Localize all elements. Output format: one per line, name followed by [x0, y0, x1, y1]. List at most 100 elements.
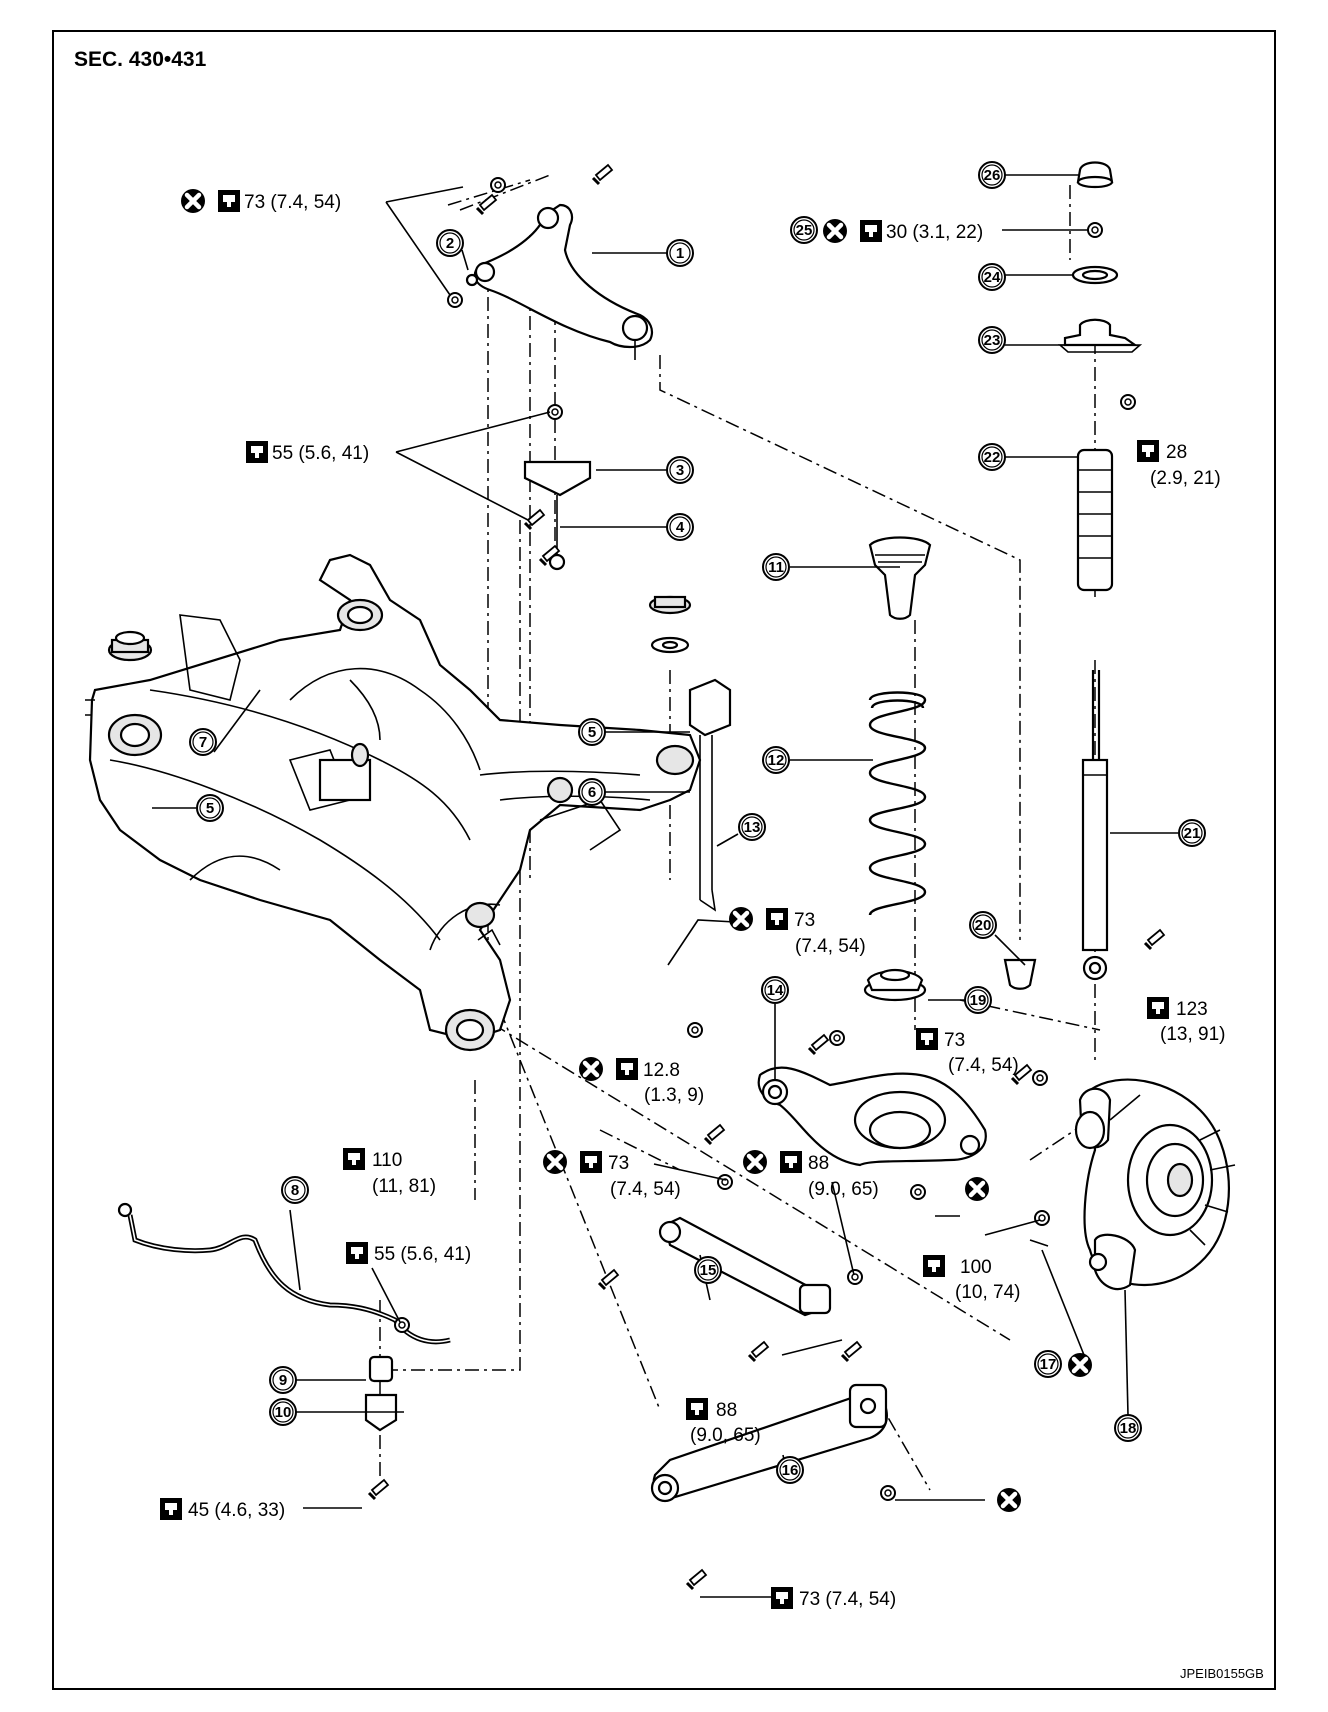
torque-radius-value: 88: [716, 1400, 737, 1421]
torque-lower-arm-units: (7.4, 54): [948, 1055, 1019, 1076]
do-not-reuse-icon: [543, 1150, 567, 1174]
torque-specs: 73 (7.4, 54) 30 (3.1, 22) 55 (5.6, 41) 2…: [160, 189, 1225, 1610]
torque-wrench-icon: [860, 220, 882, 242]
nut-icon: [687, 1022, 703, 1038]
torque-knuckle-value: 100: [960, 1257, 992, 1278]
torque-wrench-icon: [246, 441, 268, 463]
do-not-reuse-icon: [579, 1057, 603, 1081]
bolt-icon: [597, 1268, 620, 1291]
torque-strut-top-units: (2.9, 21): [1150, 468, 1221, 489]
nut-icon: [547, 404, 563, 420]
nut-icon: [1032, 1070, 1048, 1086]
torque-wrench-icon: [160, 1498, 182, 1520]
nut-icon: [490, 177, 506, 193]
callout-17: 17: [1040, 1356, 1057, 1373]
torque-shock-lower-value: 123: [1176, 999, 1208, 1020]
bolt-icon: [475, 193, 498, 216]
torque-shock-lower-units: (13, 91): [1160, 1024, 1225, 1045]
nut-icon: [717, 1174, 733, 1190]
callout-25: 25: [796, 222, 813, 239]
bolt-icon: [367, 1478, 390, 1501]
callout-11: 11: [768, 559, 784, 576]
upper-link: [473, 203, 654, 360]
torque-sensor-nut-units: (1.3, 9): [644, 1085, 704, 1106]
spring-bound-bumper: [868, 536, 932, 620]
callout-16: 16: [782, 1462, 799, 1479]
callout-14: 14: [767, 982, 784, 999]
do-not-reuse-icon: [729, 907, 753, 931]
washer: [465, 273, 479, 287]
coil-spring: [868, 691, 927, 916]
bolt-icon: [685, 1568, 708, 1591]
callout-6: 6: [588, 784, 596, 801]
nut-icon: [910, 1184, 926, 1200]
callouts: 1 2 3 4 5 5 6 7 8 9 10 11 12 13 14 15 16…: [189, 161, 1206, 1484]
callout-1: 1: [676, 245, 684, 262]
nut-icon: [1120, 394, 1136, 410]
nut-icon: [1034, 1210, 1050, 1226]
torque-wrench-icon: [218, 190, 240, 212]
bracket-and-link: [523, 460, 592, 571]
nut-icon: [847, 1269, 863, 1285]
do-not-reuse-icon: [997, 1488, 1021, 1512]
bolt-icon: [703, 1123, 726, 1146]
callout-3: 3: [676, 462, 684, 479]
torque-front-link-rear-value: 88: [808, 1153, 829, 1174]
do-not-reuse-icon: [1068, 1353, 1092, 1377]
mount-nut: [1087, 222, 1103, 238]
torque-wrench-icon: [923, 1255, 945, 1277]
member-bushing-upper: [648, 595, 692, 654]
nut-icon: [880, 1485, 896, 1501]
cotter-pin: [1029, 1239, 1049, 1247]
callout-5b: 5: [206, 800, 214, 817]
torque-mount-nut: 30 (3.1, 22): [886, 222, 983, 243]
torque-wrench-icon: [616, 1058, 638, 1080]
torque-bracket: 55 (5.6, 41): [272, 443, 369, 464]
torque-stab-link: 55 (5.6, 41): [374, 1244, 471, 1265]
callout-8: 8: [291, 1182, 299, 1199]
torque-member-units: (11, 81): [372, 1176, 436, 1197]
torque-rear-link: 73 (7.4, 54): [799, 1589, 896, 1610]
axle-knuckle: [1074, 1078, 1236, 1291]
torque-wrench-icon: [916, 1028, 938, 1050]
callout-18: 18: [1120, 1420, 1137, 1437]
torque-clamp: 45 (4.6, 33): [188, 1500, 285, 1521]
member-bushing-left: [107, 630, 153, 662]
lower-arm: [757, 1066, 987, 1167]
bolt-icon: [1143, 928, 1166, 951]
torque-upper-link: 73 (7.4, 54): [244, 192, 341, 213]
callout-2: 2: [446, 235, 454, 252]
torque-sensor-nut-value: 12.8: [643, 1060, 680, 1081]
nut-icon: [447, 292, 463, 308]
torque-strut-top-value: 28: [1166, 442, 1187, 463]
torque-wrench-icon: [343, 1148, 365, 1170]
strut-cap: [1076, 161, 1114, 189]
stabilizer-bushing: [368, 1355, 394, 1383]
torque-wrench-icon: [780, 1151, 802, 1173]
bolt-icon: [840, 1340, 863, 1363]
bolt-icon: [747, 1340, 770, 1363]
torque-wrench-icon: [1147, 997, 1169, 1019]
torque-front-link-units: (7.4, 54): [610, 1179, 681, 1200]
torque-front-link-value: 73: [608, 1153, 629, 1174]
front-lower-link: [658, 1216, 832, 1317]
torque-wrench-icon: [686, 1398, 708, 1420]
torque-radius-units: (9.0, 65): [690, 1425, 761, 1446]
torque-member-value: 110: [372, 1150, 402, 1171]
mount-washer-hole: [1081, 269, 1109, 281]
dust-boot: [1076, 448, 1114, 592]
torque-knuckle-units: (10, 74): [955, 1282, 1020, 1303]
callout-22: 22: [984, 449, 1001, 466]
callout-23: 23: [984, 332, 1001, 349]
torque-wrench-icon: [771, 1587, 793, 1609]
callout-26: 26: [984, 167, 1001, 184]
callout-5: 5: [588, 724, 596, 741]
do-not-reuse-icon: [823, 219, 847, 243]
torque-sensor-units: (7.4, 54): [795, 936, 866, 957]
callout-9: 9: [279, 1372, 287, 1389]
callout-12: 12: [768, 752, 785, 769]
do-not-reuse-icon: [965, 1177, 989, 1201]
bolt-icon: [591, 163, 614, 186]
section-title: SEC. 430•431: [74, 48, 207, 71]
